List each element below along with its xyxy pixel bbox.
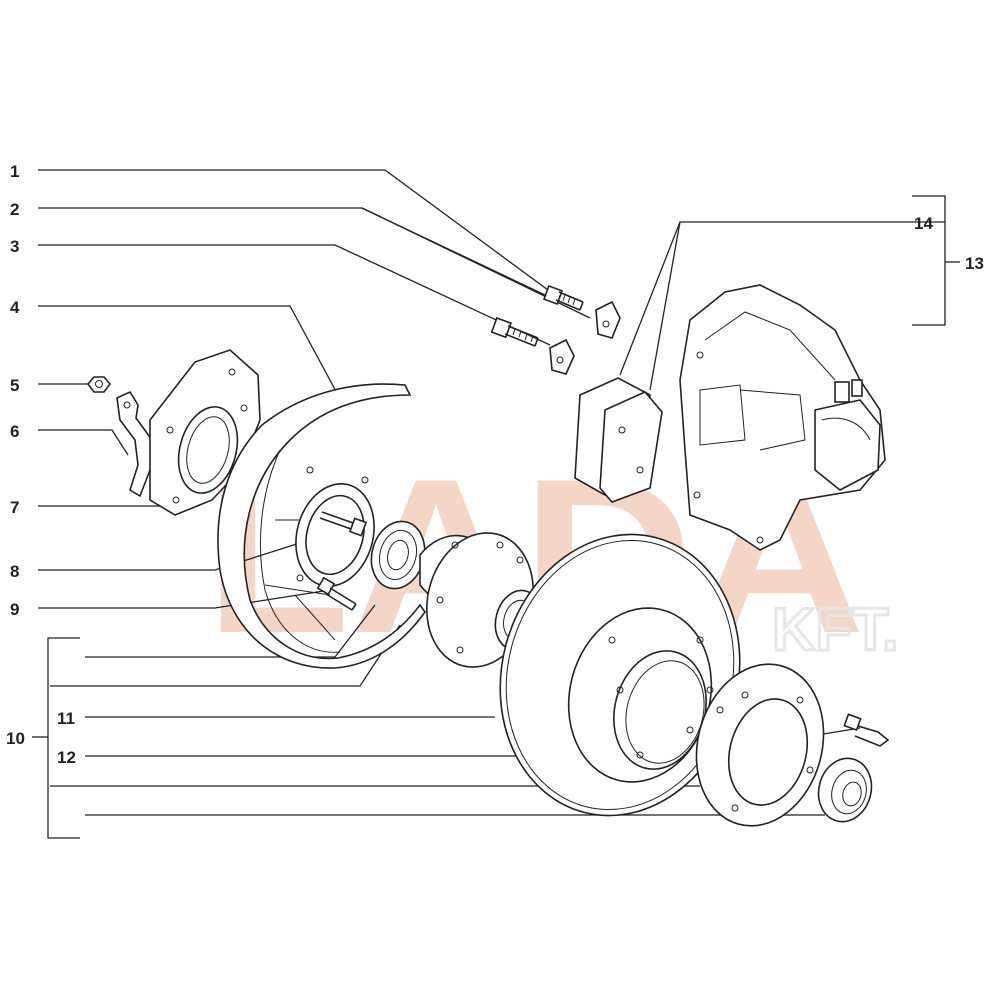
callout-2: 2: [10, 200, 19, 219]
callout-8: 8: [10, 562, 19, 581]
callout-10: 10: [6, 729, 25, 748]
stud-part-8: [319, 511, 368, 537]
brake-pads-part-14: [574, 377, 663, 503]
callout-6: 6: [10, 422, 19, 441]
bolt-part-1: [543, 285, 584, 311]
callout-labels: 1 2 3 4 5 6 7 8 9 10 11 12 13 14: [6, 162, 984, 767]
callout-7: 7: [10, 498, 19, 517]
callout-13: 13: [965, 254, 984, 273]
outer-bearing: [817, 757, 873, 823]
caliper-part-13: [679, 284, 886, 551]
callout-1: 1: [10, 162, 19, 181]
bracket-part-6: [116, 390, 153, 498]
callout-14: 14: [914, 214, 933, 233]
bolt-part-9: [316, 576, 357, 611]
callout-3: 3: [10, 237, 19, 256]
leader-lines: [32, 169, 960, 839]
stud-part-12: [843, 713, 890, 747]
spacer-ring: [695, 663, 825, 827]
watermark-sub: KFT.: [772, 596, 899, 663]
callout-9: 9: [10, 600, 19, 619]
lock-plate-part-2: [549, 300, 621, 375]
callout-12: 12: [57, 748, 76, 767]
splash-shield-part-4: [217, 383, 426, 669]
callout-5: 5: [10, 376, 19, 395]
bolt-part-3: [490, 317, 539, 347]
callout-4: 4: [10, 298, 20, 317]
nut-part-5: [86, 376, 112, 393]
wheel-hub: [419, 532, 542, 668]
callout-11: 11: [57, 709, 75, 728]
